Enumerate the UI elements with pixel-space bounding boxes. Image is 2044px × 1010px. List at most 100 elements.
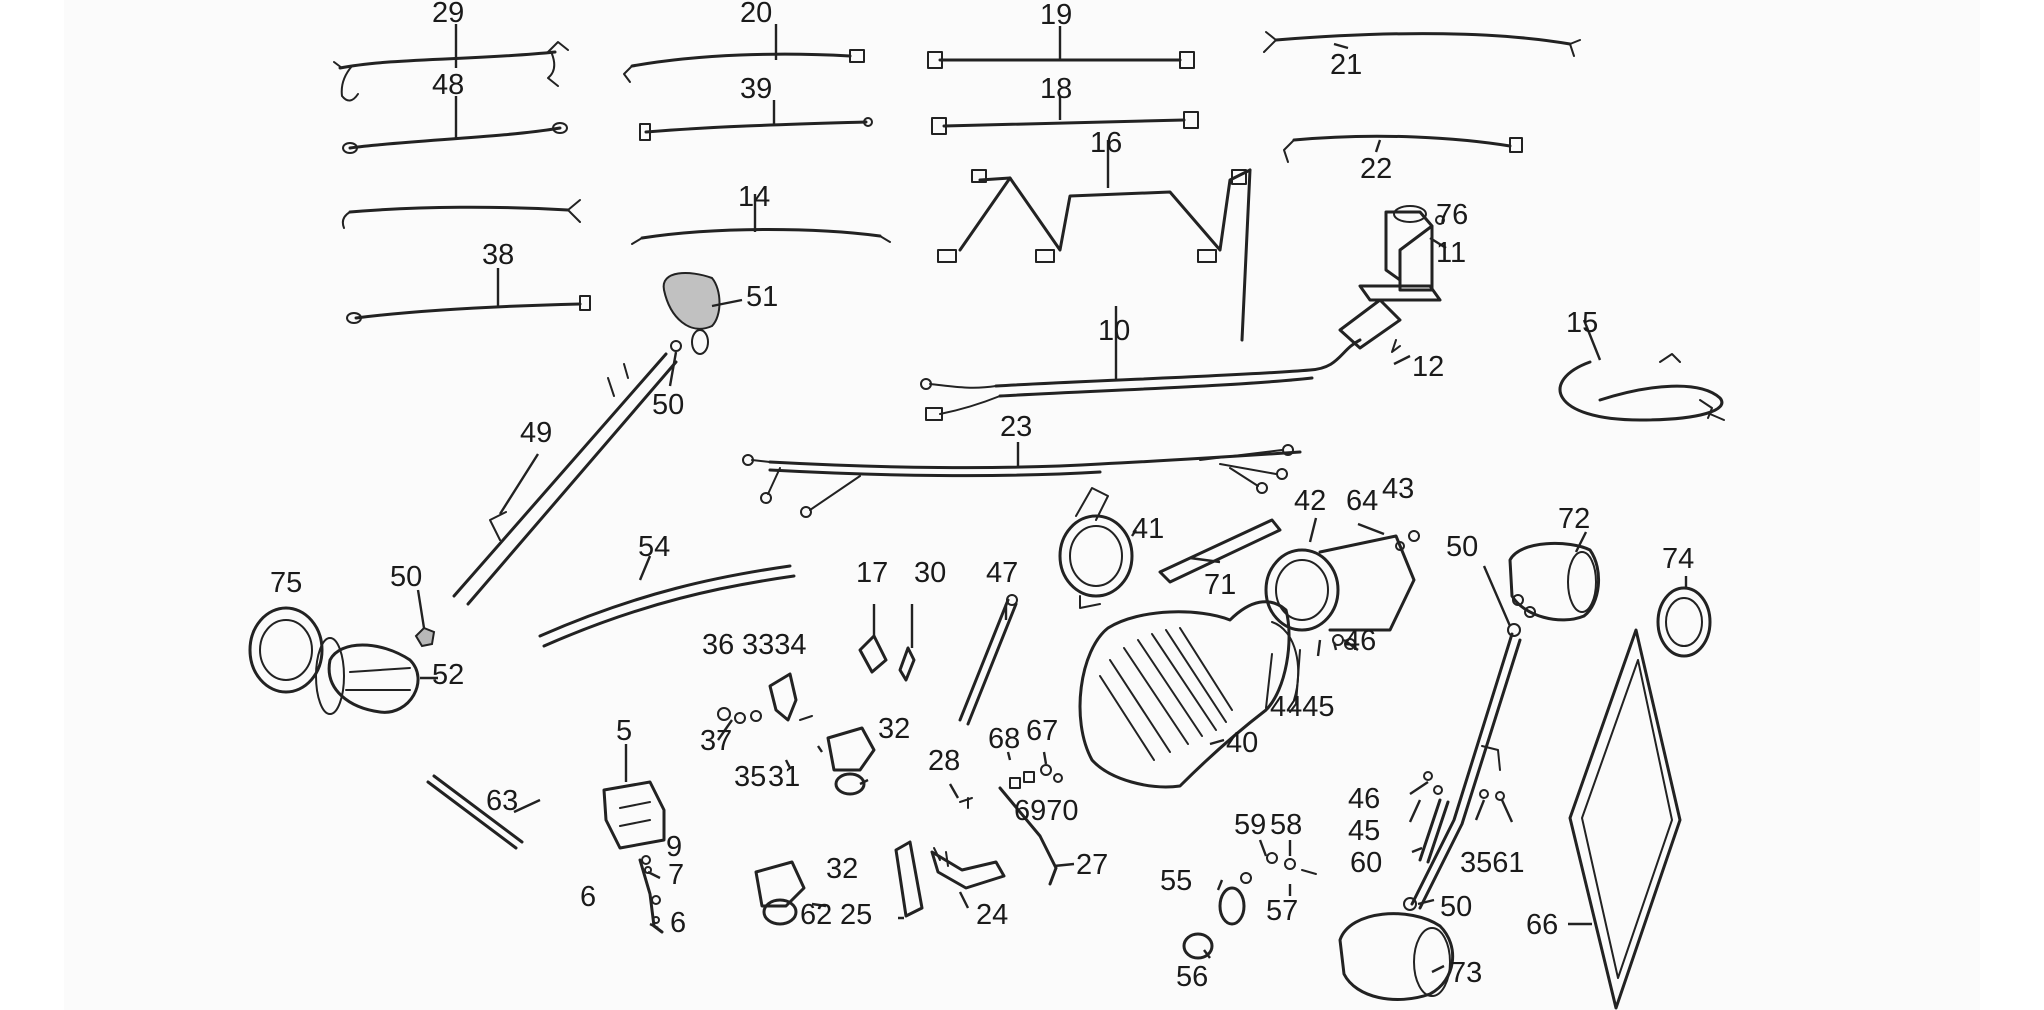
label-31: 31 [768,761,800,793]
part-labels: 29 48 20 39 19 18 16 21 22 7 6 11 14 38 5… [270,0,1694,993]
label-7: 7 [668,859,684,891]
part-17-fuse [858,634,888,674]
label-68: 68 [988,723,1020,755]
part-39-wire [639,117,873,141]
part-25-sleeve [894,840,924,918]
label-50-right-upper: 50 [1446,531,1478,563]
label-3334: 3334 [742,629,807,661]
label-45: 45 [1348,815,1380,847]
part-31-32-horn-upper [826,726,876,796]
part-32-62-horn-lower [754,860,806,926]
label-27: 27 [1076,849,1108,881]
part-75-lens [248,606,324,694]
part-18-wire [931,111,1199,135]
label-62: 62 [800,899,832,931]
label-47: 47 [986,557,1018,589]
part-56-grommet [1182,932,1214,960]
label-18: 18 [1040,73,1072,105]
label-54: 54 [638,531,670,563]
label-19: 19 [1040,0,1072,31]
label-67: 67 [1026,715,1058,747]
label-56: 56 [1176,961,1208,993]
part-41-ring [1058,487,1134,609]
label-48: 48 [432,69,464,101]
label-10: 10 [1098,315,1130,347]
label-32-lower: 32 [826,853,858,885]
label-50-right-lower: 50 [1440,891,1472,923]
part-51-lamp [662,272,721,355]
label-28: 28 [928,745,960,777]
label-25: 25 [840,899,872,931]
part-47-rod [958,594,1018,726]
label-9: 9 [666,831,682,863]
part-right-stalk [1410,632,1522,910]
label-23: 23 [1000,411,1032,443]
label-14: 14 [738,181,770,213]
part-50-nut-lower-left [414,626,436,648]
part-bare-wire-upper-left [341,199,581,229]
label-38: 38 [482,239,514,271]
part-66-frame [1568,628,1682,1010]
diagram-sheet [64,0,1980,1010]
part-76-screw [1435,215,1445,225]
label-74: 74 [1662,543,1694,575]
label-72: 72 [1558,503,1590,535]
label-60: 60 [1350,847,1382,879]
label-73: 73 [1450,957,1482,989]
part-35-61-right-fasteners [1479,789,1505,801]
part-6-7-9-bracket [638,855,664,934]
label-46-upper: 46 [1344,625,1376,657]
label-24: 24 [976,899,1008,931]
part-63-strap [426,774,524,850]
leader-lines [416,24,1688,974]
part-36-37-35-washers [717,707,762,724]
label-21: 21 [1330,49,1362,81]
part-67-68-69-70-parts [1009,764,1063,789]
part-33-34-switch [768,672,813,722]
part-21-wire [1263,31,1581,57]
label-39: 39 [740,73,772,105]
label-50-lower-left: 50 [390,561,422,593]
label-52: 52 [432,659,464,691]
label-37: 37 [700,725,732,757]
label-75: 75 [270,567,302,599]
label-36: 36 [702,629,734,661]
label-35-left: 35 [734,761,766,793]
label-22: 22 [1360,153,1392,185]
part-43-64-screws [1395,530,1420,551]
part-72-lamp [1508,541,1601,622]
label-58: 58 [1270,809,1302,841]
label-57: 57 [1266,895,1298,927]
label-3561: 3561 [1460,847,1525,879]
label-43: 43 [1382,473,1414,505]
label-11: 11 [1436,237,1466,269]
part-73-lamp [1338,912,1455,1001]
label-29: 29 [432,0,464,29]
part-42-ring [1264,534,1416,632]
part-11-bracket [1358,205,1442,302]
label-64: 64 [1346,485,1378,517]
label-6970: 6970 [1014,795,1079,827]
part-40-horn [1078,600,1300,789]
label-71: 71 [1204,569,1236,601]
part-49-stalk [452,352,678,606]
part-50-nut-upper-left [670,340,682,352]
part-23-harness [742,444,1302,518]
part-55-ring [1218,872,1252,926]
part-57-58-59-fasteners [1266,852,1317,875]
part-50-nut-right-lower [1403,897,1417,911]
label-66: 66 [1526,909,1558,941]
label-16: 16 [1090,127,1122,159]
label-20: 20 [740,0,772,29]
part-71-bar [1158,518,1282,584]
label-30: 30 [914,557,946,589]
part-27-lead [998,786,1058,886]
part-54-tube [538,564,796,648]
label-40: 40 [1226,727,1258,759]
part-60-rod [1418,798,1450,864]
label-12: 12 [1412,351,1444,383]
label-6-left: 6 [580,881,596,913]
part-14-wire [631,228,891,245]
part-52-lamp [315,637,420,715]
